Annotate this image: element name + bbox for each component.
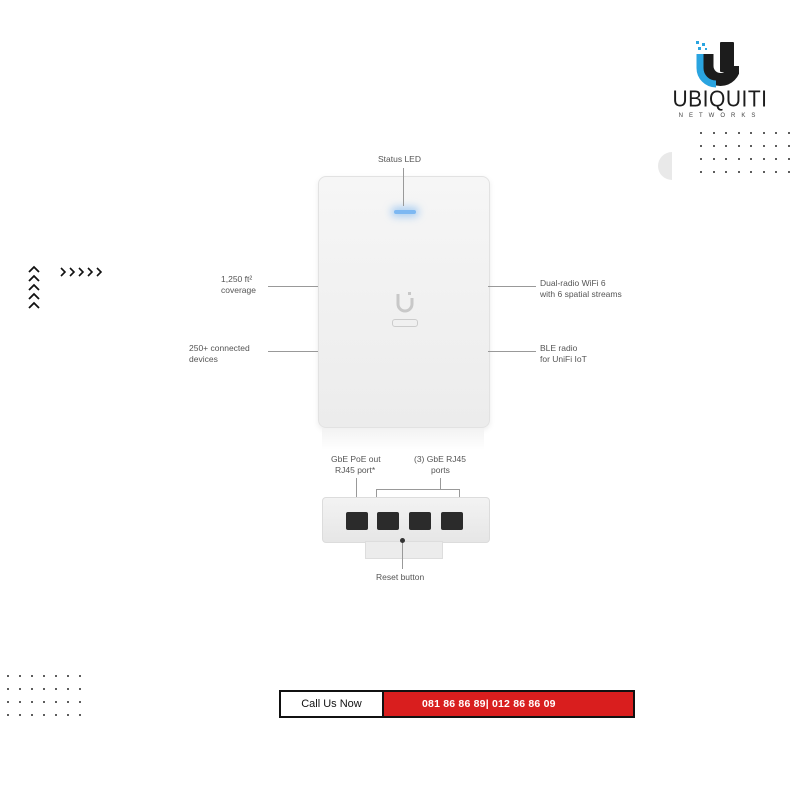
call-us-button[interactable]: Call Us Now bbox=[281, 692, 384, 716]
chevron-right-icon bbox=[60, 267, 103, 277]
coverage-line bbox=[268, 286, 318, 287]
chevron-up-icon bbox=[28, 265, 40, 309]
rj45-bracket-left bbox=[376, 489, 377, 499]
poe-port-line bbox=[356, 478, 357, 506]
poe-port-label-2: RJ45 port* bbox=[335, 465, 376, 475]
devices-line bbox=[268, 351, 318, 352]
ble-line bbox=[488, 351, 536, 352]
rj45-ports-line bbox=[440, 478, 441, 489]
rj45-bracket-top bbox=[376, 489, 460, 490]
rj45-bracket-right bbox=[459, 489, 460, 499]
ble-label-2: for UniFi IoT bbox=[540, 354, 587, 364]
rj45-ports-label-1: (3) GbE RJ45 bbox=[414, 454, 466, 464]
wifi-label-2: with 6 spatial streams bbox=[540, 289, 622, 299]
status-led-label: Status LED bbox=[378, 154, 421, 164]
brand-name: UBIQUITI bbox=[672, 86, 768, 113]
device-reflection bbox=[322, 428, 484, 450]
dot-grid-bottom-left bbox=[7, 675, 91, 716]
ble-label-1: BLE radio bbox=[540, 343, 578, 353]
access-point-device bbox=[318, 176, 490, 428]
status-led-light bbox=[394, 210, 416, 214]
brand-subtitle: NETWORKS bbox=[678, 113, 762, 119]
phone-numbers[interactable]: 081 86 86 89| 012 86 86 09 bbox=[384, 692, 633, 716]
unifi-logo-icon bbox=[396, 292, 414, 313]
contact-bar[interactable]: Call Us Now 081 86 86 89| 012 86 86 09 bbox=[279, 690, 635, 718]
status-led-line bbox=[403, 168, 404, 206]
rj45-port-3 bbox=[441, 512, 463, 530]
device-badge bbox=[392, 319, 418, 327]
wifi-line bbox=[488, 286, 536, 287]
devices-label-1: 250+ connected bbox=[189, 343, 250, 353]
dot-grid-top-right bbox=[700, 132, 800, 173]
reset-pinhole bbox=[400, 538, 405, 543]
poe-port-label-1: GbE PoE out bbox=[331, 454, 381, 464]
rj45-port-2 bbox=[409, 512, 431, 530]
rj45-port-1 bbox=[377, 512, 399, 530]
reset-line bbox=[402, 541, 403, 569]
coverage-label-2: coverage bbox=[221, 285, 256, 295]
reset-button-label: Reset button bbox=[376, 572, 425, 582]
rj45-ports-label-2: ports bbox=[431, 465, 450, 475]
ubiquiti-logo-icon bbox=[696, 41, 739, 88]
port-panel-base bbox=[365, 541, 443, 559]
coverage-label-1: 1,250 ft² bbox=[221, 274, 253, 284]
wifi-label-1: Dual-radio WiFi 6 bbox=[540, 278, 606, 288]
devices-label-2: devices bbox=[189, 354, 218, 364]
poe-port bbox=[346, 512, 368, 530]
decorative-half-circle bbox=[658, 152, 672, 180]
